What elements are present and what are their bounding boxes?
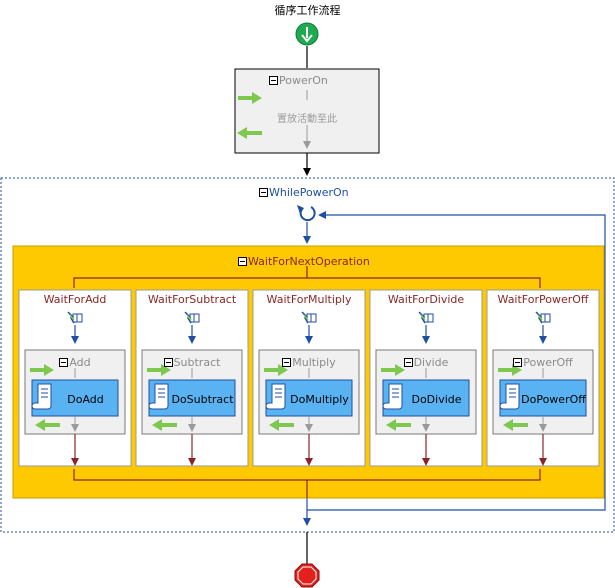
code-activity-label: DoSubtract (171, 393, 234, 406)
collapse-minus-icon[interactable] (59, 358, 69, 367)
code-scroll-icon (499, 383, 520, 410)
collapse-minus-icon[interactable] (259, 188, 268, 197)
branch-title[interactable]: WaitForDivide (387, 293, 465, 306)
branch-title[interactable]: WaitForMultiply (266, 293, 352, 306)
inner-sequence-label: Subtract (173, 356, 221, 369)
collapse-minus-icon[interactable] (238, 257, 247, 266)
loop-arrow-icon (297, 205, 316, 222)
loop-back-connector (307, 211, 606, 511)
inner-sequence-header[interactable]: PowerOff (493, 356, 593, 369)
while-label: WhilePowerOn (269, 186, 349, 199)
green-arrow-icon (269, 419, 294, 431)
green-arrow-icon (503, 419, 528, 431)
drop-zone[interactable]: 置放活動至此 (277, 114, 337, 125)
green-arrow-icon (498, 364, 522, 376)
inner-sequence-label: Multiply (292, 356, 336, 369)
event-driven-icon (67, 311, 83, 324)
collapse-minus-icon[interactable] (269, 76, 278, 85)
stop-octagon-icon[interactable] (294, 563, 320, 588)
green-arrow-icon (35, 419, 60, 431)
code-scroll-icon (31, 383, 52, 410)
branch-title[interactable]: WaitForPowerOff (497, 293, 589, 306)
code-activity-label: DoMultiply (290, 393, 349, 406)
green-arrow-icon (264, 364, 288, 376)
green-arrow-icon (386, 419, 411, 431)
event-driven-icon (418, 311, 434, 324)
listen-label: WaitForNextOperation (248, 255, 370, 268)
event-driven-icon (535, 311, 551, 324)
power-on-label: PowerOn (279, 74, 328, 87)
event-driven-icon (301, 311, 317, 324)
while-header[interactable]: WhilePowerOn (259, 186, 349, 199)
inner-sequence-header[interactable]: Divide (376, 356, 476, 369)
code-activity-label: DoDivide (411, 393, 462, 406)
green-arrow-icon (147, 364, 171, 376)
power-on-header[interactable]: PowerOn (269, 74, 328, 87)
inner-sequence-header[interactable]: Add (25, 356, 125, 369)
inner-sequence-header[interactable]: Subtract (142, 356, 242, 369)
inner-sequence-label: Divide (413, 356, 449, 369)
green-arrow-icon (152, 419, 177, 431)
event-driven-icon (184, 311, 200, 324)
green-arrow-icon (30, 364, 54, 376)
green-arrow-icon (381, 364, 405, 376)
code-scroll-icon (148, 383, 169, 410)
workflow-title: 循序工作流程 (274, 4, 341, 17)
green-arrow-icon (238, 92, 262, 104)
inner-sequence-label: PowerOff (523, 356, 573, 369)
listen-header[interactable]: WaitForNextOperation (238, 255, 370, 268)
collapse-minus-icon[interactable] (163, 358, 173, 367)
inner-sequence-header[interactable]: Multiply (259, 356, 359, 369)
inner-sequence-label: Add (69, 356, 91, 369)
code-scroll-icon (382, 383, 403, 410)
code-scroll-icon (265, 383, 286, 410)
branch-title[interactable]: WaitForAdd (43, 293, 107, 306)
code-activity-label: DoPowerOff (521, 393, 586, 406)
branch-title[interactable]: WaitForSubtract (147, 293, 237, 306)
code-activity-label: DoAdd (67, 393, 104, 406)
start-circle-icon[interactable] (295, 22, 319, 46)
green-arrow-icon (237, 127, 262, 139)
collapse-minus-icon[interactable] (513, 358, 523, 367)
collapse-minus-icon[interactable] (403, 358, 413, 367)
collapse-minus-icon[interactable] (282, 358, 292, 367)
